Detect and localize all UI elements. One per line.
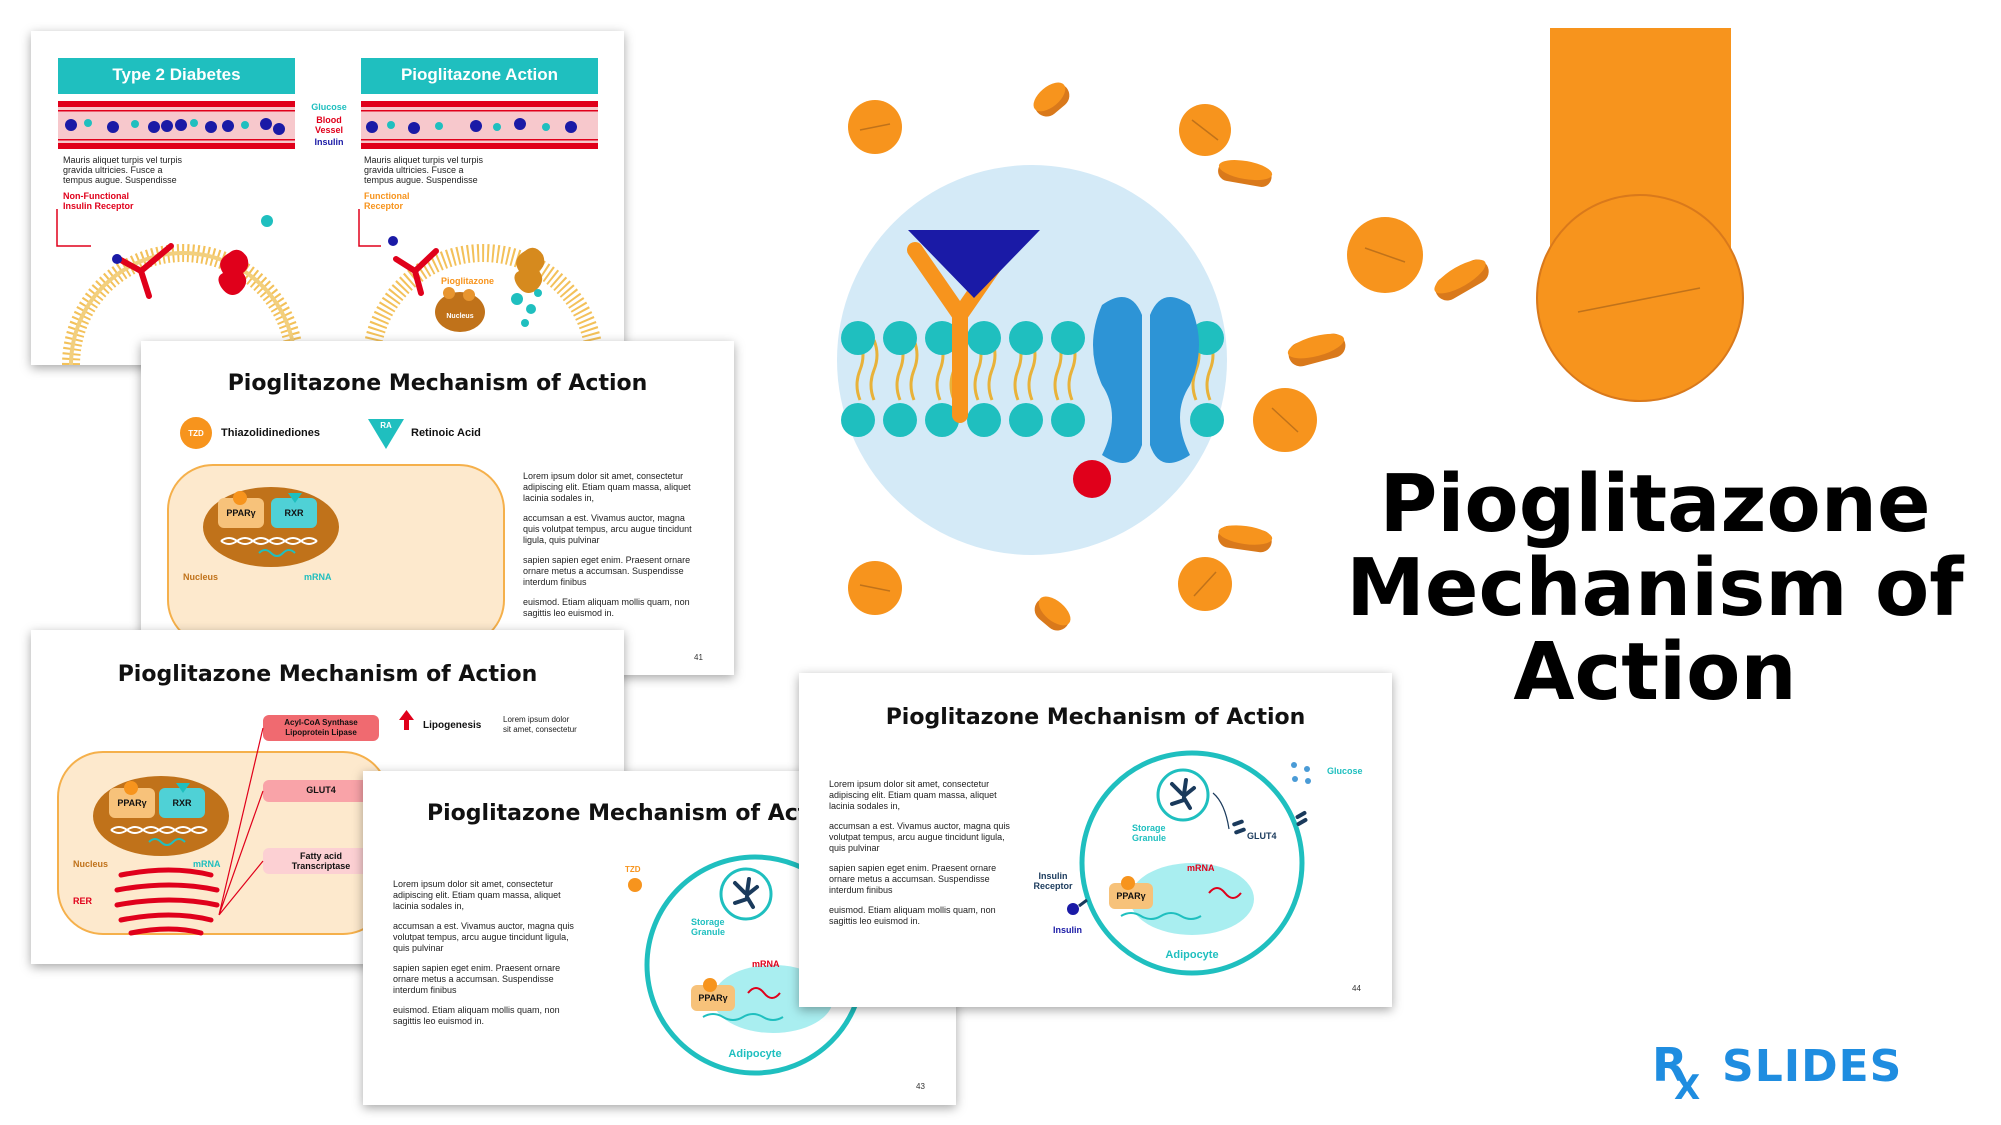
storage-granule-label: Storage Granule (1132, 823, 1167, 843)
functional-receptor-label: Functional Receptor (364, 191, 410, 211)
nonfunctional-receptor-label: Non-Functional Insulin Receptor (63, 191, 134, 211)
slide4-paragraphs: Lorem ipsum dolor sit amet, consectetur … (393, 879, 574, 1026)
nucleus-label: Nucleus (183, 572, 219, 582)
mrna-label: mRNA (1187, 863, 1215, 873)
acyl-coa-label: Acyl-CoA Synthase Lipoprotein Lipase (284, 718, 358, 737)
insulin-label: Insulin (1053, 925, 1082, 935)
lipogenesis-text: Lorem ipsum dolor sit amet, consectetur (503, 715, 577, 734)
page-number: 41 (694, 653, 703, 662)
nucleus-label: Nucleus (446, 313, 474, 320)
ppar-label: PPARγ (698, 993, 728, 1003)
slide-thumbnail-diabetes[interactable]: Type 2 Diabetes Pioglitazone Action Gluc… (31, 31, 624, 365)
ra-label: Retinoic Acid (411, 427, 481, 439)
hero-title-line-1: Pioglitazone (1379, 458, 1931, 550)
fatty-acid-label: Fatty acid Transcriptase (291, 851, 351, 871)
legend-vessel-1: Blood (316, 115, 342, 125)
slide1-graphic (56, 58, 604, 365)
slide3-graphic (57, 710, 414, 936)
legend-insulin: Insulin (314, 137, 344, 147)
rer-label: RER (73, 896, 93, 906)
adipocyte-label: Adipocyte (728, 1048, 782, 1060)
rxr-label: RXR (284, 508, 304, 518)
hero-title: Pioglitazone Mechanism of Action (1325, 462, 1985, 714)
pill-icons (848, 82, 1489, 631)
insulin-receptor-label: Insulin Receptor (1033, 871, 1073, 891)
slide5-title: Pioglitazone Mechanism of Action (885, 705, 1306, 730)
slide2-graphic (167, 417, 505, 646)
slide-thumbnail-43[interactable]: Pioglitazone Mechanism of Action TZD Sto… (363, 771, 956, 1105)
slide1-left-text: Mauris aliquet turpis vel turpis gravida… (63, 155, 183, 185)
slide1-left-header: Type 2 Diabetes (112, 65, 241, 84)
rxr-label: RXR (172, 798, 192, 808)
slide4-title: Pioglitazone Mechanism of Action (427, 801, 847, 826)
legend-vessel-2: Vessel (314, 125, 344, 135)
slide-thumbnail-44[interactable]: Pioglitazone Mechanism of Action Lorem i… (799, 673, 1392, 1007)
rxslides-logo: R X SLIDES (1652, 1040, 1982, 1110)
mrna-label: mRNA (752, 959, 780, 969)
tzd-label: TZD (625, 865, 641, 874)
logo-rx-r: R (1652, 1038, 1688, 1092)
mrna-label: mRNA (304, 572, 332, 582)
storage-granule-label: Storage Granule (691, 917, 726, 937)
adipocyte-label: Adipocyte (1165, 949, 1219, 961)
blood-vessel-left (58, 101, 295, 149)
slide3-title: Pioglitazone Mechanism of Action (117, 662, 538, 687)
ppar-label: PPARγ (1116, 891, 1146, 901)
pioglitazone-label: Pioglitazone (441, 276, 495, 286)
slide5-graphic (1067, 750, 1311, 976)
blood-vessel-right (361, 101, 598, 149)
slide5-paragraphs: Lorem ipsum dolor sit amet, consectetur … (829, 779, 1010, 926)
logo-rx-x: X (1674, 1068, 1701, 1108)
hero-illustration (837, 28, 1744, 631)
membrane-left (62, 244, 304, 365)
big-pill-icon (1536, 28, 1744, 402)
ppar-label: PPARγ (226, 508, 256, 518)
nucleus-blob (435, 292, 485, 332)
red-transporter (218, 249, 249, 295)
logo-slides: SLIDES (1722, 1041, 1903, 1092)
slide1-right-header: Pioglitazone Action (400, 65, 559, 84)
hero-title-line-3: Action (1513, 626, 1797, 718)
legend-glucose: Glucose (311, 102, 347, 112)
rer-shape (114, 867, 220, 936)
membrane-right (362, 244, 604, 365)
lipogenesis-label: Lipogenesis (423, 720, 482, 731)
glut4-label: GLUT4 (306, 785, 336, 795)
glucose-label: Glucose (1327, 766, 1363, 776)
orange-transporter (514, 247, 545, 293)
nonfunctional-receptor (116, 243, 174, 299)
slide2-title: Pioglitazone Mechanism of Action (227, 371, 648, 396)
ppar-label: PPARγ (117, 798, 147, 808)
nucleus-label: Nucleus (73, 859, 109, 869)
ra-badge: RA (380, 421, 392, 430)
tzd-label: Thiazolidinediones (221, 427, 321, 439)
mrna-label: mRNA (193, 859, 221, 869)
slide1-right-text: Mauris aliquet turpis vel turpis gravida… (364, 155, 484, 185)
page-number: 44 (1352, 984, 1361, 993)
slide2-paragraphs: Lorem ipsum dolor sit amet, consectetur … (523, 471, 692, 618)
tzd-badge: TZD (188, 429, 204, 438)
glut4-label: GLUT4 (1247, 831, 1277, 841)
page-number: 43 (916, 1082, 925, 1091)
slide-thumbnail-41[interactable]: Pioglitazone Mechanism of Action TZD Thi… (141, 341, 734, 675)
hero-title-line-2: Mechanism of (1346, 542, 1964, 634)
membrane-receptor-icon (837, 165, 1227, 555)
